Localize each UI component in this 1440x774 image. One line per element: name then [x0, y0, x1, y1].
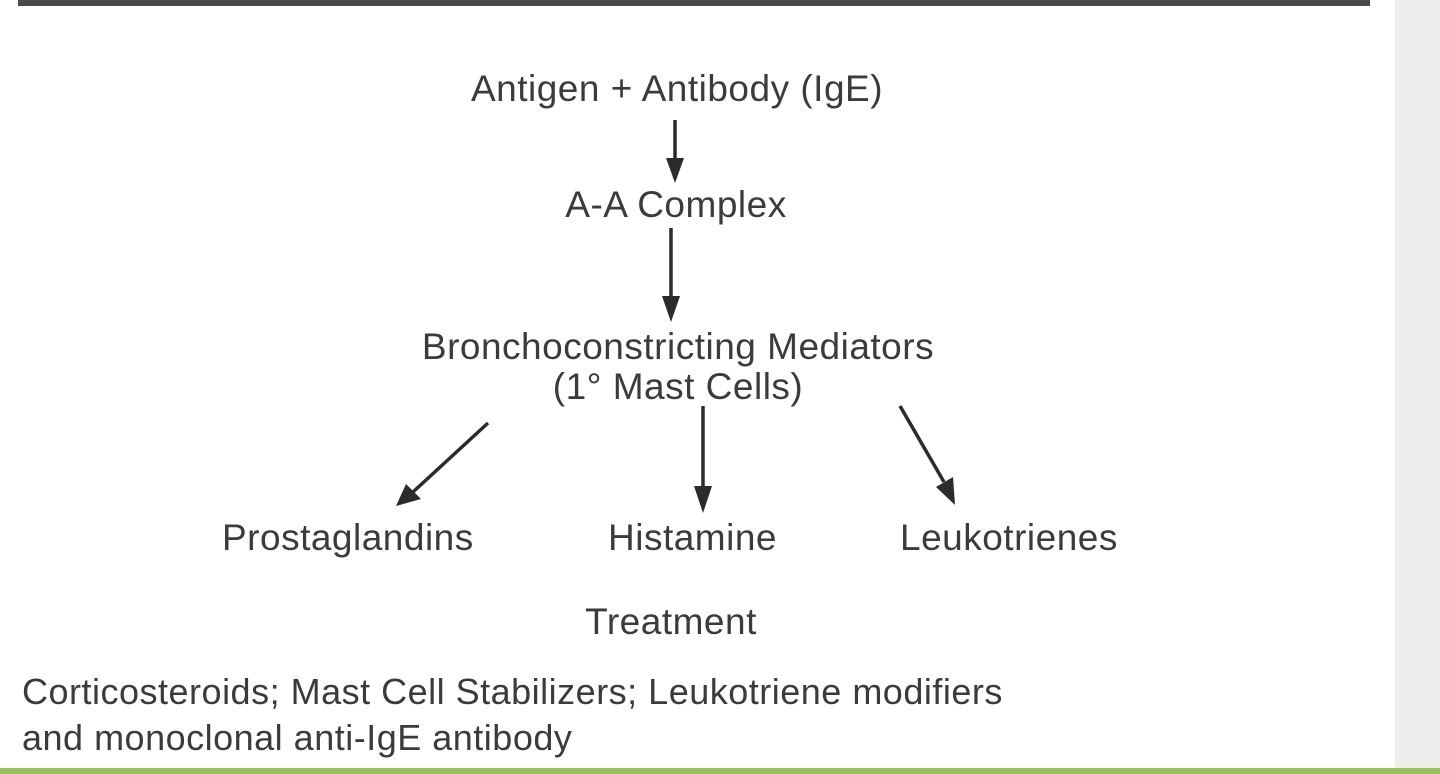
- node-antigen-antibody: Antigen + Antibody (IgE): [470, 68, 884, 109]
- bottom-accent-strip: [0, 768, 1440, 774]
- treatment-text-line2: and monoclonal anti-IgE antibody: [22, 717, 573, 758]
- arrow-to-histamine: [694, 406, 712, 513]
- right-margin-strip: [1395, 0, 1440, 768]
- node-mediators-title: Bronchoconstricting Mediators: [421, 326, 935, 367]
- treatment-text-line1: Corticosteroids; Mast Cell Stabilizers; …: [22, 671, 1003, 712]
- arrow-complex-to-mediators: [662, 228, 680, 322]
- node-histamine: Histamine: [608, 517, 777, 558]
- diagram-panel: [0, 0, 1395, 768]
- top-divider: [18, 0, 1370, 6]
- node-leukotrienes: Leukotrienes: [900, 517, 1118, 558]
- arrow-to-prostaglandins: [396, 421, 490, 506]
- node-mediators-subtitle: (1° Mast Cells): [552, 366, 804, 407]
- treatment-heading: Treatment: [585, 601, 757, 642]
- node-aa-complex: A-A Complex: [565, 184, 787, 225]
- arrow-to-leukotrienes: [898, 405, 955, 505]
- arrow-antigen-to-complex: [666, 120, 684, 183]
- node-prostaglandins: Prostaglandins: [222, 517, 474, 558]
